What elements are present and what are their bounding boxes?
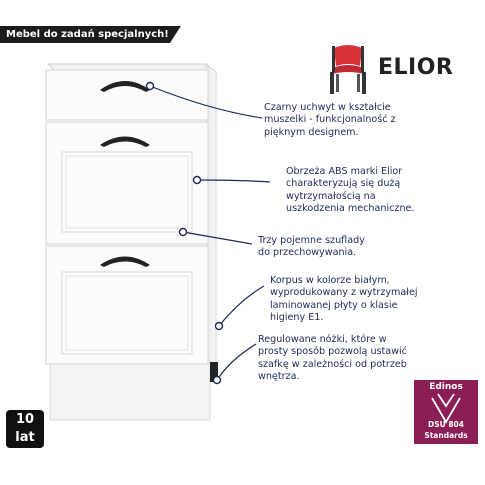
note-legs: Regulowane nóżki, które w prosty sposób … (258, 334, 407, 383)
certificate-seal-icon (414, 380, 478, 444)
note-drawers: Trzy pojemne szuflady do przechowywania. (258, 235, 365, 259)
warranty-label: Gwarancji (6, 447, 48, 456)
warranty-years: 10 lat (15, 412, 35, 445)
warranty-badge: 10 lat Gwarancji (6, 410, 48, 456)
cert-standards: Standards (424, 431, 468, 440)
brand-name: ELIOR (378, 55, 454, 80)
note-edges: Obrzeża ABS marki Elior charakteryzują s… (286, 166, 415, 215)
cert-name: Edinos (429, 382, 463, 392)
cert-code: DSU 804 (428, 420, 464, 429)
edinos-certificate: Edinos DSU 804 Standards (414, 380, 478, 444)
note-handle: Czarny uchwyt w kształcie muszelki - fun… (264, 102, 396, 138)
promo-tag: Mebel do zadań specjalnych! (0, 26, 181, 43)
chair-logo-icon (330, 45, 366, 94)
note-body: Korpus w kolorze białym, wyprodukowany z… (270, 275, 418, 324)
